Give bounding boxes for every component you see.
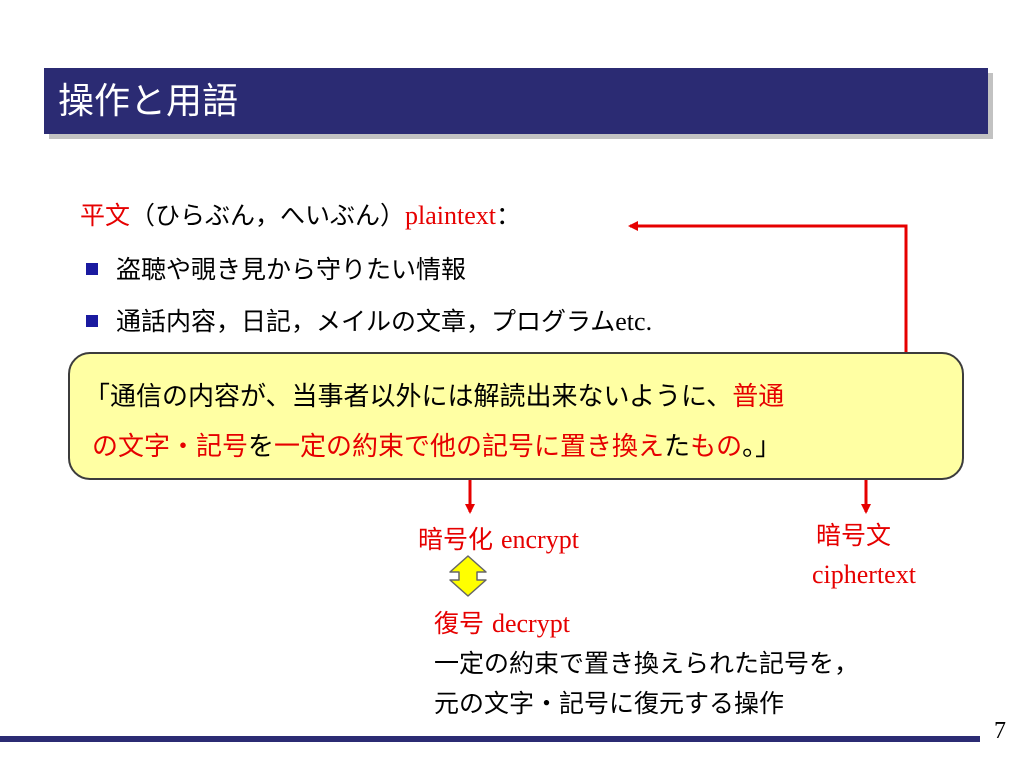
ciphertext-english: ciphertext	[812, 560, 916, 590]
decrypt-term: 復号	[434, 609, 485, 638]
decrypt-english: decrypt	[491, 609, 570, 638]
encrypt-term: 暗号化	[418, 525, 494, 554]
bullet-item-2: 通話内容，日記，メイルの文章，プログラムetc.	[86, 302, 652, 338]
ciphertext-term-text: 暗号文	[816, 521, 892, 550]
definition-red-b: 一定の約束で他の記号に置き換え	[274, 432, 665, 462]
bullet-item-1: 盗聴や覗き見から守りたい情報	[86, 250, 466, 286]
definition-line-1: 「通信の内容が、当事者以外には解読出来ないように、普通	[84, 376, 784, 413]
bullet-text-2-jp: 通話内容，日記，メイルの文章，プログラム	[116, 307, 616, 336]
definition-black-c: 。」	[742, 432, 782, 462]
plaintext-heading: 平文（ひらぶん，へいぶん）plaintext：	[80, 196, 521, 232]
definition-red-c: もの	[690, 432, 743, 462]
plaintext-connector-arrow	[628, 221, 908, 352]
definition-box	[68, 352, 964, 480]
plaintext-colon: ：	[496, 201, 522, 230]
definition-black-b: た	[664, 432, 691, 462]
encrypt-label: 暗号化 encrypt	[418, 520, 579, 556]
bullet-text-2-en: etc.	[615, 307, 653, 336]
double-arrow-icon	[449, 555, 487, 597]
ciphertext-term: 暗号文	[816, 516, 891, 552]
ciphertext-english-text: ciphertext	[812, 560, 916, 589]
definition-line-1-red: 普通	[732, 382, 785, 412]
bullet-text-1: 盗聴や覗き見から守りたい情報	[116, 255, 467, 284]
definition-line-2: の文字・記号を一定の約束で他の記号に置き換えたもの。」	[92, 426, 781, 463]
footer-bar	[0, 736, 980, 742]
page-number: 7	[994, 718, 1006, 744]
definition-black-a: を	[248, 432, 275, 462]
definition-red-a: の文字・記号	[92, 432, 249, 462]
decrypt-label: 復号 decrypt	[434, 604, 570, 640]
plaintext-english: plaintext	[405, 201, 497, 230]
definition-line-1-text: 「通信の内容が、当事者以外には解読出来ないように、	[84, 382, 733, 412]
decrypt-desc-line-1: 一定の約束で置き換えられた記号を，	[434, 649, 860, 678]
encrypt-english: encrypt	[500, 525, 579, 554]
decrypt-desc-line-2: 元の文字・記号に復元する操作	[434, 689, 785, 718]
plaintext-term: 平文	[80, 201, 131, 230]
title-bar	[44, 68, 988, 134]
square-bullet-icon	[86, 315, 98, 327]
square-bullet-icon	[86, 263, 98, 275]
plaintext-reading: （ひらぶん，へいぶん）	[130, 201, 406, 230]
slide-title: 操作と用語	[58, 81, 239, 122]
